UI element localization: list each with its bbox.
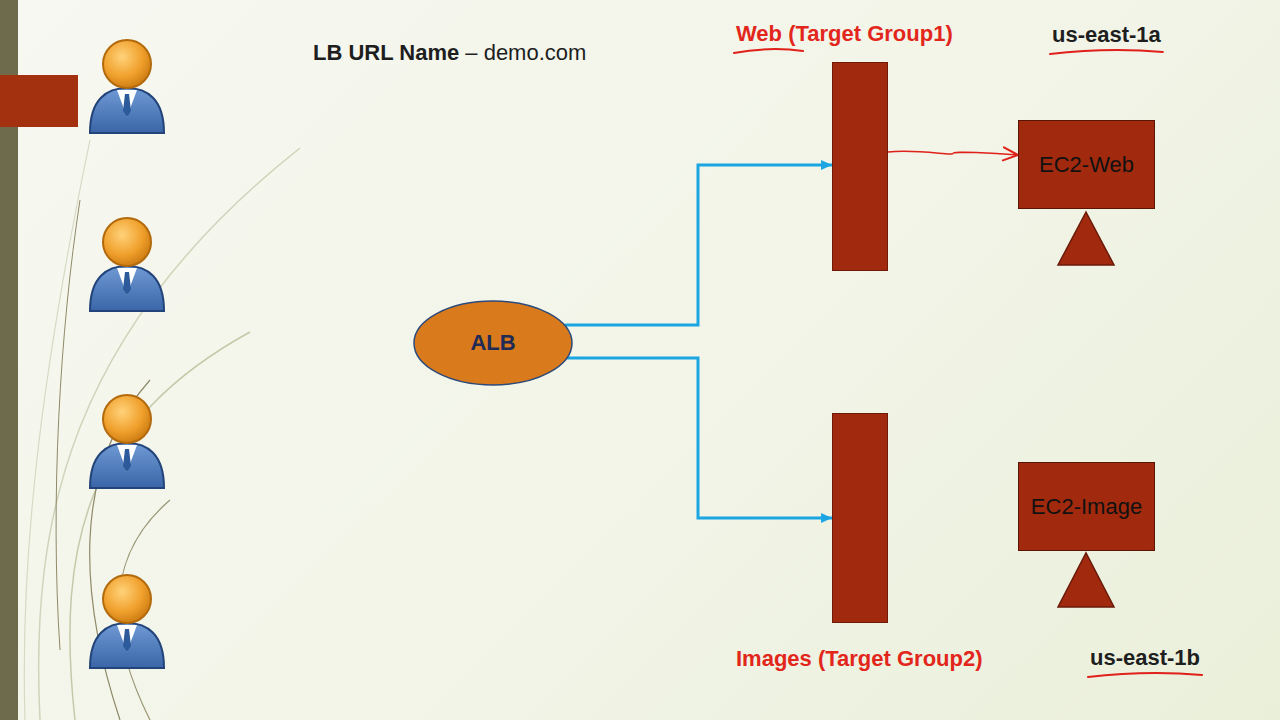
instance-stand xyxy=(1058,212,1114,265)
hand-underline xyxy=(1050,50,1163,54)
grass-lines xyxy=(24,140,300,720)
target-group: Images (Target Group2) xyxy=(832,413,888,623)
hand-underline xyxy=(734,49,803,53)
arrow-head xyxy=(821,160,832,170)
arrow-head xyxy=(821,513,832,523)
group-heading: Web (Target Group1) xyxy=(736,21,953,47)
lb-url-label: LB URL Name xyxy=(313,40,459,66)
user-icon xyxy=(90,40,164,133)
user-icon xyxy=(90,395,164,488)
connector-line xyxy=(568,358,832,518)
ec2-instance: EC2-Web xyxy=(1018,120,1155,209)
connector-line xyxy=(566,165,832,325)
target-group: Web (Target Group1) xyxy=(832,62,888,271)
accent-block xyxy=(0,75,78,127)
ellipse-shape xyxy=(414,301,572,385)
ec2-instance: EC2-Image xyxy=(1018,462,1155,551)
instance-stand xyxy=(1058,553,1114,607)
hand-drawn-arrow xyxy=(888,151,1018,155)
instance-name: EC2-Web xyxy=(1039,152,1134,178)
user-icon xyxy=(90,575,164,668)
lb-url-value: – demo.com xyxy=(465,40,586,66)
load-balancer: ALB xyxy=(413,300,573,386)
hand-underline xyxy=(1088,673,1202,677)
zone-label: us-east-1a xyxy=(1052,22,1161,48)
instance-name: EC2-Image xyxy=(1031,494,1142,520)
arrow-head xyxy=(1003,147,1018,160)
group-heading: Images (Target Group2) xyxy=(736,646,983,672)
balancer-name: ALB xyxy=(470,330,515,356)
zone-label: us-east-1b xyxy=(1090,645,1200,671)
user-icon xyxy=(90,218,164,311)
